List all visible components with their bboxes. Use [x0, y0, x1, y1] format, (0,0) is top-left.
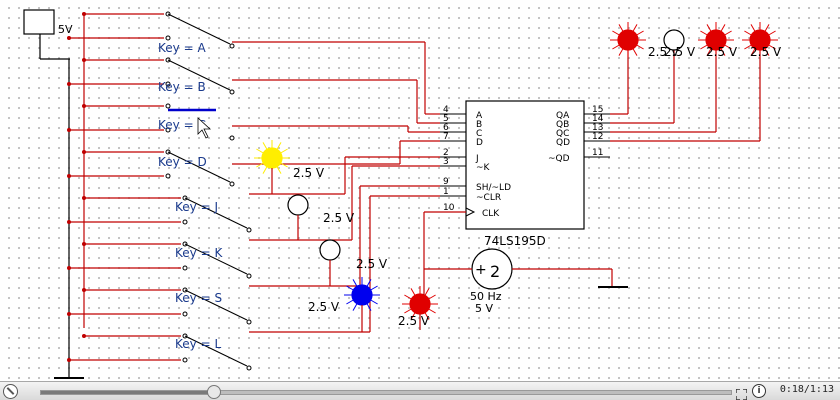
pin-number: 7 — [443, 132, 449, 142]
svg-text:+: + — [475, 262, 487, 278]
pin-name: A — [476, 111, 483, 121]
pin-name: QA — [556, 111, 570, 121]
wires — [23, 9, 761, 379]
probe-red: 2.5 V — [742, 22, 782, 59]
probes: 2.5 V 2.5 V 2.5 V 2.5 V 2.5 V 2.5 V 2.5 V 2.5 V… — [254, 22, 782, 332]
probe-off: 2.5 V — [319, 239, 388, 271]
pin-number: 10 — [443, 203, 455, 213]
pin-number: 1 — [443, 187, 449, 197]
key-switch-j: Key = J — [67, 195, 252, 233]
key-label: Key = L — [175, 337, 221, 351]
pin-name: CLK — [482, 209, 500, 219]
pin-name: QD — [556, 138, 570, 148]
source-voltage-label: 5V — [58, 23, 73, 36]
probe-voltage-label: 2.5 V — [356, 257, 388, 271]
probe-voltage-label: 2.5 V — [398, 314, 430, 328]
mouse-cursor-icon — [197, 117, 212, 139]
pin-name: ~CLR — [476, 193, 501, 203]
seek-thumb[interactable] — [206, 385, 221, 399]
probe-blue: 2.5 V — [308, 277, 380, 314]
pin-number: 5 — [443, 114, 449, 124]
fullscreen-icon[interactable] — [735, 385, 748, 400]
pin-name: SH/~LD — [476, 183, 511, 193]
probe-yellow: 2.5 V — [254, 140, 325, 180]
probe-red: 2.5 V — [698, 22, 738, 59]
key-switch-a: Key = A — [67, 11, 235, 55]
pin-name: B — [476, 120, 482, 130]
pin-number: 9 — [443, 177, 449, 187]
probe-off: 2.5 V — [287, 194, 355, 225]
pin-name: D — [476, 138, 483, 148]
probe-voltage-label: 2.5 V — [706, 45, 738, 59]
key-switch-c: Key = C — [67, 103, 235, 141]
pin-number: 4 — [443, 105, 449, 115]
key-label: Key = J — [175, 200, 218, 214]
key-switch-b: Key = B — [67, 57, 235, 95]
pin-name: QB — [556, 120, 569, 130]
probe-voltage-label: 2.5 V — [293, 166, 325, 180]
clock-source: + 2 50 Hz 5 V — [423, 211, 628, 315]
key-label: Key = A — [158, 41, 206, 55]
probe-voltage-label: 2.5 V — [308, 300, 340, 314]
pin-number: 2 — [443, 148, 449, 158]
probe-voltage-label: 2.5 V — [750, 45, 782, 59]
pin-number: 6 — [443, 123, 449, 133]
key-switch-s: Key = S — [67, 287, 252, 325]
chip-label: 74LS195D — [484, 234, 546, 248]
probe-off: 2.5 V — [663, 29, 696, 59]
key-switch-k: Key = K — [67, 241, 252, 279]
pin-name: J — [475, 154, 479, 164]
pin-name: C — [476, 129, 482, 139]
pin-number: 11 — [592, 148, 603, 158]
time-display: 0:18/1:13 — [779, 384, 834, 395]
chip-74ls195: 74LS195D — [465, 100, 585, 248]
schematic-canvas: Key = A Key = B Key = C Key = D Key = J Key =… — [0, 0, 840, 381]
seek-track[interactable] — [40, 390, 732, 395]
pin-number: 13 — [592, 123, 603, 133]
key-label: Key = D — [158, 155, 207, 169]
schematic: Key = A Key = B Key = C Key = D Key = J Key =… — [23, 9, 782, 379]
pin-number: 3 — [443, 157, 449, 167]
pin-number: 12 — [592, 132, 603, 142]
clock-amplitude: 5 V — [475, 302, 493, 315]
key-label: Key = C — [158, 118, 206, 132]
pin-name: QC — [556, 129, 569, 139]
key-switches: Key = A Key = B Key = C Key = D Key = J Key =… — [67, 11, 252, 371]
info-icon[interactable]: i — [752, 384, 766, 398]
key-label: Key = S — [175, 291, 222, 305]
pin-number: 14 — [592, 114, 604, 124]
player-controls: i 0:18/1:13 — [0, 381, 840, 400]
key-switch-l: Key = L — [67, 333, 252, 371]
seek-progress — [41, 391, 214, 394]
key-label: Key = B — [158, 80, 206, 94]
svg-text:2: 2 — [490, 262, 500, 281]
pin-name: ~QD — [548, 154, 570, 164]
clock-frequency: 50 Hz — [470, 290, 502, 303]
probe-voltage-label: 2.5 V — [664, 45, 696, 59]
probe-red: 2.5 V — [398, 286, 438, 328]
probe-voltage-label: 2.5 V — [323, 211, 355, 225]
pin-name: ~K — [476, 163, 491, 173]
pin-number: 15 — [592, 105, 603, 115]
voltage-source — [23, 9, 55, 35]
key-label: Key = K — [175, 246, 223, 260]
key-switch-d: Key = D — [67, 149, 235, 187]
mute-icon[interactable] — [3, 384, 18, 399]
clock-triangle — [465, 207, 476, 217]
